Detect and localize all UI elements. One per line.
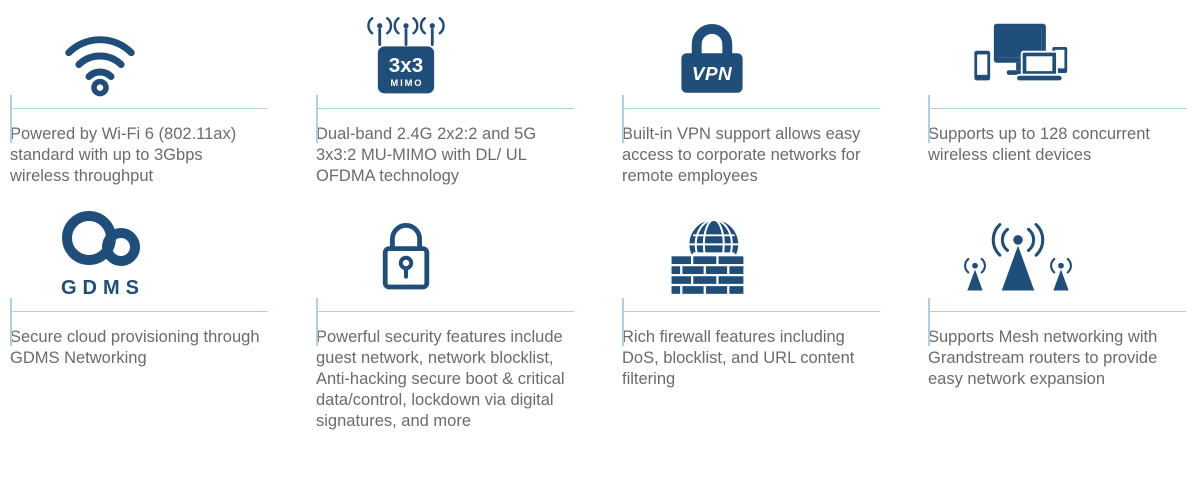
icon-area — [622, 207, 802, 311]
icon-area — [928, 207, 1108, 311]
wifi-icon — [65, 36, 135, 97]
client-devices-icon — [972, 23, 1070, 83]
gdms-label: GDMS — [61, 277, 145, 299]
vpn-lock-icon: VPN — [681, 24, 743, 93]
divider — [316, 298, 574, 346]
feature-text: Secure cloud provisioning through GDMS N… — [10, 328, 260, 367]
feature-cell-mimo: 3x3 MIMO Dual-band 2.4G 2x2:2 and 5G 3x3… — [316, 4, 574, 187]
feature-cell-mesh: Supports Mesh networking with Grandstrea… — [928, 207, 1186, 432]
icon-area: 3x3 MIMO — [316, 4, 496, 108]
divider — [928, 298, 1186, 346]
icon-area — [316, 207, 496, 311]
feature-text: Rich firewall features including DoS, bl… — [622, 328, 855, 388]
divider — [316, 95, 574, 143]
security-padlock-icon — [382, 223, 430, 290]
feature-cell-clients: Supports up to 128 concurrent wireless c… — [928, 4, 1186, 187]
feature-text: Powered by Wi-Fi 6 (802.11ax) standard w… — [10, 125, 237, 185]
icon-area: GDMS — [10, 207, 190, 311]
firewall-icon — [669, 218, 746, 297]
divider — [10, 95, 268, 143]
divider — [928, 95, 1186, 143]
mesh-network-icon — [964, 223, 1072, 291]
feature-text: Supports up to 128 concurrent wireless c… — [928, 125, 1150, 164]
mimo-badge-top: 3x3 — [389, 54, 423, 77]
feature-cell-security: Powerful security features include guest… — [316, 207, 574, 432]
vpn-label: VPN — [692, 64, 732, 85]
feature-cell-wifi6: Powered by Wi-Fi 6 (802.11ax) standard w… — [10, 4, 268, 187]
divider — [622, 95, 880, 143]
feature-text: Supports Mesh networking with Grandstrea… — [928, 328, 1158, 388]
features-grid: Powered by Wi-Fi 6 (802.11ax) standard w… — [10, 4, 1186, 432]
feature-cell-gdms: GDMS Secure cloud provisioning through G… — [10, 207, 268, 432]
divider — [622, 298, 880, 346]
gdms-cloud-icon: GDMS — [61, 211, 145, 299]
feature-cell-vpn: VPN Built-in VPN support allows easy acc… — [622, 4, 880, 187]
feature-text: Dual-band 2.4G 2x2:2 and 5G 3x3:2 MU-MIM… — [316, 125, 537, 185]
feature-text: Powerful security features include guest… — [316, 328, 565, 430]
icon-area — [928, 4, 1108, 108]
icon-area — [10, 4, 190, 108]
feature-cell-firewall: Rich firewall features including DoS, bl… — [622, 207, 880, 432]
mimo-badge-bottom: MIMO — [390, 78, 423, 88]
feature-text: Built-in VPN support allows easy access … — [622, 125, 861, 185]
icon-area: VPN — [622, 4, 802, 108]
divider — [10, 298, 268, 346]
mimo-router-icon: 3x3 MIMO — [367, 17, 445, 94]
